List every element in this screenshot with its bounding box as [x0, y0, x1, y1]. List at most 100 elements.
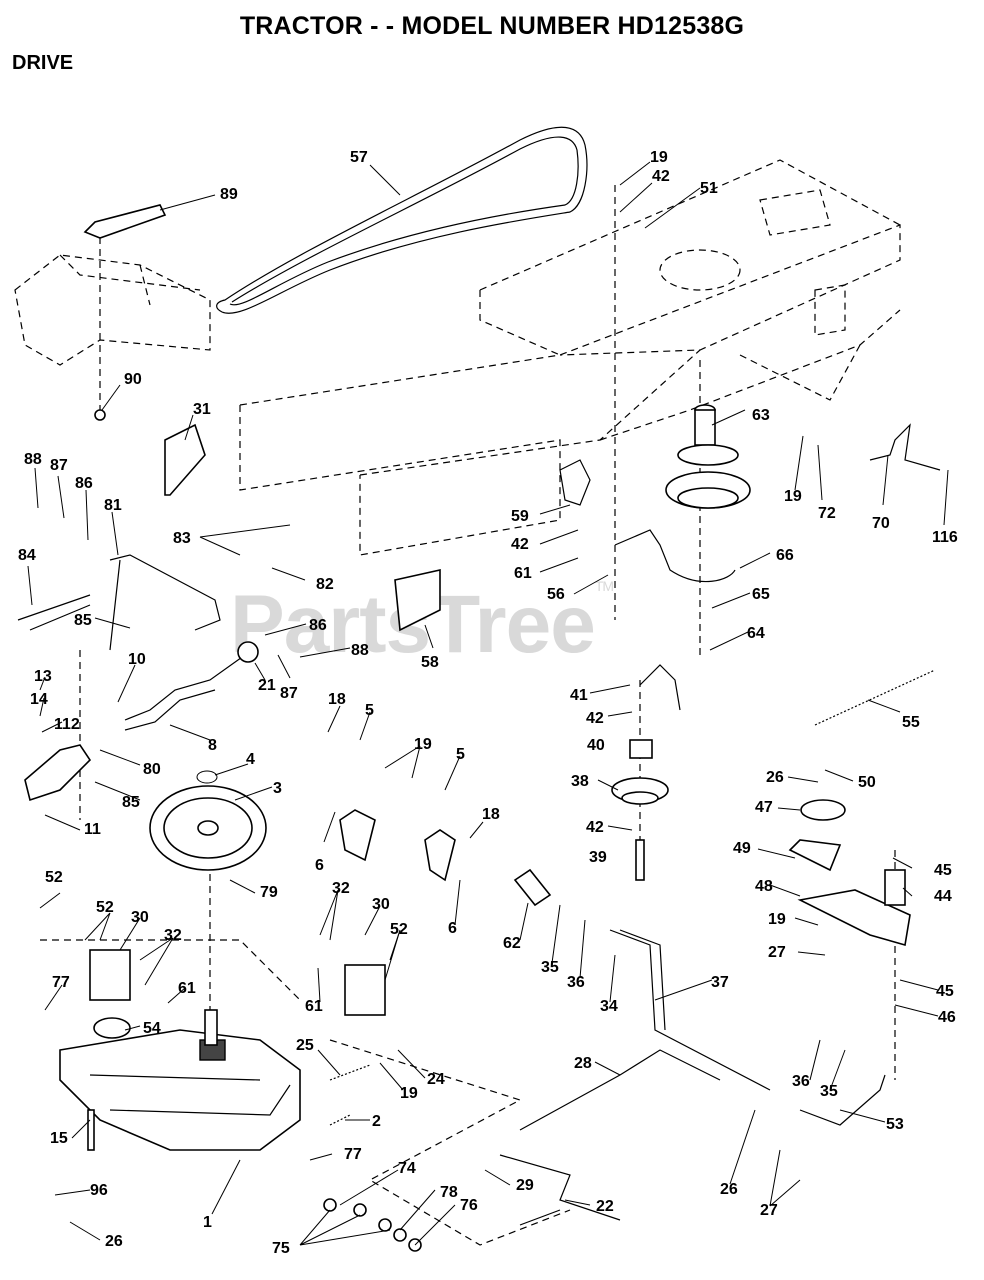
callout-112: 112	[54, 716, 80, 733]
assembly-axes	[40, 185, 896, 1246]
callout-10: 10	[128, 651, 146, 668]
callout-48: 48	[755, 878, 773, 895]
callout-42: 42	[511, 536, 529, 553]
callout-45: 45	[936, 983, 954, 1000]
callout-42: 42	[652, 168, 670, 185]
callout-29: 29	[516, 1177, 534, 1194]
callout-11: 11	[84, 821, 101, 838]
callout-61: 61	[305, 998, 323, 1015]
callout-50: 50	[858, 774, 876, 791]
callout-116: 116	[932, 529, 958, 546]
callout-19: 19	[400, 1085, 418, 1102]
callout-3: 3	[273, 780, 282, 797]
callout-52: 52	[45, 869, 63, 886]
callout-37: 37	[711, 974, 729, 991]
callout-26: 26	[720, 1181, 738, 1198]
callout-52: 52	[390, 921, 408, 938]
callout-87: 87	[280, 685, 298, 702]
callout-31: 31	[193, 401, 211, 418]
callout-75: 75	[272, 1240, 290, 1257]
callout-36: 36	[567, 974, 585, 991]
callout-63: 63	[752, 407, 770, 424]
callout-72: 72	[818, 505, 836, 522]
callout-61: 61	[178, 980, 196, 997]
callout-58: 58	[421, 654, 439, 671]
callout-38: 38	[571, 773, 589, 790]
callout-32: 32	[164, 927, 182, 944]
callout-39: 39	[589, 849, 607, 866]
callout-80: 80	[143, 761, 161, 778]
callout-35: 35	[541, 959, 559, 976]
callout-90: 90	[124, 371, 142, 388]
callout-32: 32	[332, 880, 350, 897]
callout-5: 5	[365, 702, 374, 719]
callout-42: 42	[586, 710, 604, 727]
callout-84: 84	[18, 547, 36, 564]
callout-65: 65	[752, 586, 770, 603]
callout-59: 59	[511, 508, 529, 525]
callout-21: 21	[258, 677, 276, 694]
callout-18: 18	[482, 806, 500, 823]
callout-26: 26	[766, 769, 784, 786]
drive-belt	[216, 126, 588, 314]
callout-57: 57	[350, 149, 368, 166]
tractor-frame	[14, 159, 901, 556]
leader-lines	[27, 161, 949, 1246]
callout-76: 76	[460, 1197, 478, 1214]
callout-6: 6	[315, 857, 324, 874]
callout-85: 85	[74, 612, 92, 629]
callout-46: 46	[938, 1009, 956, 1026]
parts	[17, 204, 941, 1252]
callout-36: 36	[792, 1073, 810, 1090]
callout-77: 77	[344, 1146, 362, 1163]
callout-41: 41	[570, 687, 588, 704]
callout-64: 64	[747, 625, 765, 642]
callout-40: 40	[587, 737, 605, 754]
callout-19: 19	[768, 911, 786, 928]
callout-42: 42	[586, 819, 604, 836]
callout-88: 88	[24, 451, 42, 468]
callout-22: 22	[596, 1198, 614, 1215]
callout-45: 45	[934, 862, 952, 879]
callout-83: 83	[173, 530, 191, 547]
callout-56: 56	[547, 586, 565, 603]
callout-49: 49	[733, 840, 751, 857]
callout-30: 30	[131, 909, 149, 926]
callout-25: 25	[296, 1037, 314, 1054]
callout-6: 6	[448, 920, 457, 937]
callout-66: 66	[776, 547, 794, 564]
callout-51: 51	[700, 180, 718, 197]
page-title: TRACTOR - - MODEL NUMBER HD12538G	[239, 12, 745, 40]
callout-18: 18	[328, 691, 346, 708]
callout-34: 34	[600, 998, 618, 1015]
callout-74: 74	[398, 1160, 416, 1177]
callout-14: 14	[30, 691, 48, 708]
callout-5: 5	[456, 746, 465, 763]
callout-86: 86	[75, 475, 93, 492]
callout-86: 86	[309, 617, 327, 634]
callout-47: 47	[755, 799, 773, 816]
callout-62: 62	[503, 935, 521, 952]
callout-19: 19	[414, 736, 432, 753]
callout-15: 15	[50, 1130, 68, 1147]
callout-70: 70	[872, 515, 890, 532]
callout-78: 78	[440, 1184, 458, 1201]
callout-24: 24	[427, 1071, 445, 1088]
callout-26: 26	[105, 1233, 123, 1250]
section-title: DRIVE	[12, 52, 74, 74]
callout-13: 13	[34, 668, 52, 685]
callout-96: 96	[90, 1182, 108, 1199]
callout-27: 27	[760, 1202, 778, 1219]
callout-1: 1	[203, 1214, 212, 1231]
callout-19: 19	[784, 488, 802, 505]
callout-54: 54	[143, 1020, 161, 1037]
callout-89: 89	[220, 186, 238, 203]
callout-4: 4	[246, 751, 255, 768]
callout-27: 27	[768, 944, 786, 961]
callout-82: 82	[316, 576, 334, 593]
callout-87: 87	[50, 457, 68, 474]
callout-77: 77	[52, 974, 70, 991]
callout-labels: 57 89 19 42 51 90 31 63 88 87 86 81 19 7…	[18, 149, 958, 1257]
callout-19: 19	[650, 149, 668, 166]
callout-88: 88	[351, 642, 369, 659]
